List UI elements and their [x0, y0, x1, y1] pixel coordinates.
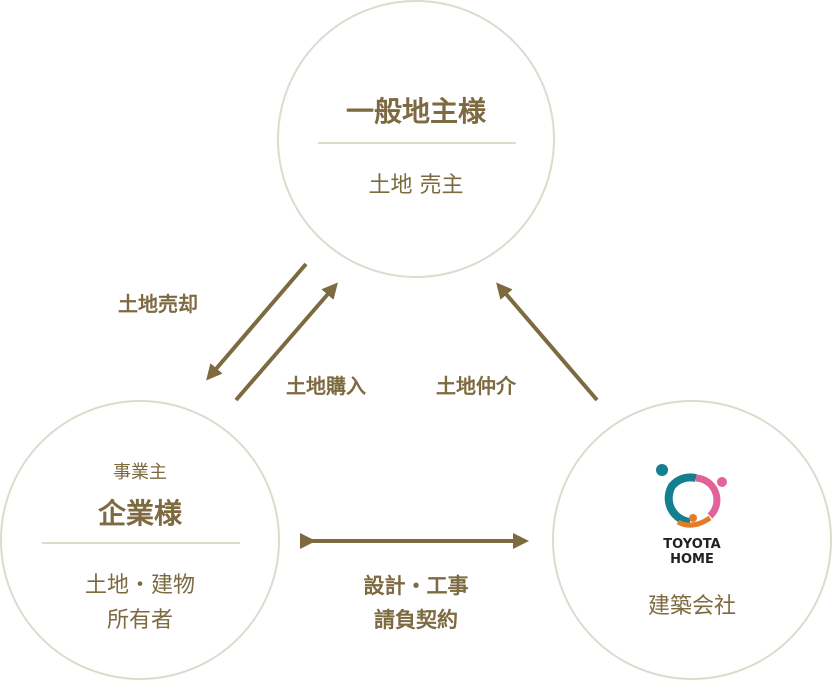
builder-circle: [552, 400, 832, 680]
logo-text-2: HOME: [670, 552, 714, 567]
landowner-role: 土地 売主: [368, 173, 464, 198]
label-contract-1: 設計・工事: [363, 574, 469, 598]
purchase-arrow: [234, 282, 338, 402]
company-title: 企業様: [97, 497, 182, 530]
landowner-title: 一般地主様: [345, 95, 486, 128]
company-sub: 事業主: [113, 462, 167, 483]
label-sale: 土地売却: [118, 292, 198, 316]
company-role-2: 所有者: [106, 608, 173, 633]
builder-role: 建築会社: [647, 594, 736, 619]
company-role-1: 土地・建物: [84, 573, 195, 598]
toyota-home-logo-icon: [656, 464, 727, 528]
landowner-circle: [277, 0, 555, 278]
brokerage-arrow: [496, 282, 599, 402]
company-circle: [0, 400, 280, 680]
label-contract-2: 請負契約: [374, 608, 458, 632]
sale-arrow: [206, 262, 308, 381]
label-brokerage: 土地仲介: [436, 374, 516, 398]
divider: [318, 142, 516, 144]
divider: [42, 542, 240, 544]
label-purchase: 土地購入: [286, 374, 366, 398]
logo-text-1: TOYOTA: [663, 537, 721, 552]
